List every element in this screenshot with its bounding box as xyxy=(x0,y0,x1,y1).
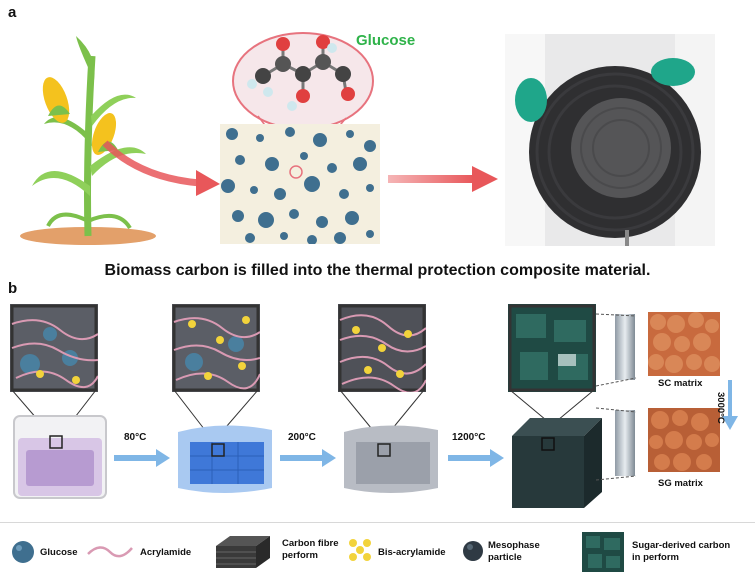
matrix-zoom-lines xyxy=(596,313,637,481)
legend-mesophase-line1: Mesophase xyxy=(488,540,540,551)
glucose-filled-matrix-image xyxy=(220,124,380,244)
arrow-icon xyxy=(102,140,220,196)
pyrolyzed-block-illustration xyxy=(344,425,438,493)
hydrogel-block-illustration xyxy=(178,425,272,493)
bis-acrylamide-legend-icon xyxy=(349,539,371,561)
arrow-icon xyxy=(448,449,504,467)
glucose-label: Glucose xyxy=(356,32,416,49)
arrow-icon xyxy=(280,449,336,467)
legend-mesophase-line2: particle xyxy=(488,552,522,563)
arrow-icon xyxy=(114,449,170,467)
legend-sugar-carbon-line2: in perform xyxy=(632,552,679,563)
beaker-illustration xyxy=(13,415,107,499)
glucose-zoom-bubble xyxy=(232,32,374,167)
sg-cylinder-illustration xyxy=(615,410,635,476)
step-label-1200c: 1200°C xyxy=(452,432,486,443)
step-label-80c: 80°C xyxy=(124,432,147,443)
step-label-200c: 200°C xyxy=(288,432,316,443)
composite-disc-photo xyxy=(505,34,715,246)
arrow-icon xyxy=(722,380,738,430)
carbon-fibre-legend-icon xyxy=(216,536,270,568)
acrylamide-legend-icon xyxy=(87,546,133,558)
sg-matrix-label: SG matrix xyxy=(658,478,703,489)
panel-a-label: a xyxy=(8,4,17,21)
graphitization-temp-label: 3000°C xyxy=(715,392,726,424)
arrow-icon xyxy=(388,166,498,192)
sc-matrix-image xyxy=(648,312,720,376)
legend-carbon-fibre-line1: Carbon fibre xyxy=(282,538,339,549)
panel-b-label: b xyxy=(8,280,18,297)
legend-sugar-carbon-line1: Sugar-derived carbon xyxy=(632,540,731,551)
sugar-carbon-legend-icon xyxy=(582,532,624,572)
carbon-cube-illustration xyxy=(512,418,602,508)
sc-cylinder-illustration xyxy=(615,314,635,380)
legend-carbon-fibre-line2: perform xyxy=(282,550,318,561)
sg-matrix-image xyxy=(648,408,720,472)
zoom-view-1200c xyxy=(508,304,596,392)
panel-a-caption: Biomass carbon is filled into the therma… xyxy=(104,262,651,279)
legend-acrylamide: Acrylamide xyxy=(140,547,192,558)
glucose-legend-icon xyxy=(12,541,34,563)
zoom-view-80c xyxy=(172,304,260,392)
legend-glucose: Glucose xyxy=(40,547,78,558)
legend-bis-acrylamide: Bis-acrylamide xyxy=(378,547,446,558)
legend-divider xyxy=(0,522,755,523)
zoom-view-200c xyxy=(338,304,426,392)
mesophase-legend-icon xyxy=(463,541,483,561)
zoom-view-glucose-acrylamide xyxy=(10,304,98,392)
sc-matrix-label: SC matrix xyxy=(658,378,703,389)
